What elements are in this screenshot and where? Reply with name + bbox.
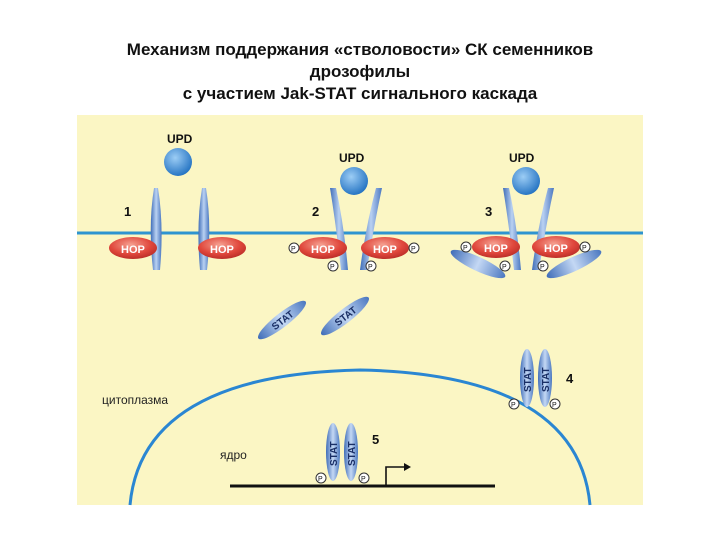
svg-text:P: P bbox=[330, 264, 335, 271]
upd-label-2: UPD bbox=[339, 151, 365, 165]
phospho-2b: P bbox=[408, 242, 420, 254]
phospho-3a: P bbox=[460, 241, 472, 253]
hop-label-2b: HOP bbox=[373, 244, 397, 256]
upd-ligand-1 bbox=[164, 148, 192, 176]
hop-kinase-2b bbox=[361, 237, 409, 259]
upd-ligand-3 bbox=[512, 167, 540, 195]
upd-label-3: UPD bbox=[509, 151, 535, 165]
svg-text:P: P bbox=[411, 246, 416, 253]
hop-kinase-2a bbox=[299, 237, 347, 259]
phospho-3b: P bbox=[579, 241, 591, 253]
hop-label-3b: HOP bbox=[544, 243, 568, 255]
svg-text:STAT: STAT bbox=[523, 367, 534, 392]
stat-docked-3b bbox=[546, 249, 602, 279]
phospho-2c: P bbox=[327, 260, 339, 272]
svg-text:STAT: STAT bbox=[347, 441, 358, 466]
step-1-label: 1 bbox=[124, 204, 131, 219]
hop-kinase-3a bbox=[472, 236, 520, 258]
hop-kinase-1b bbox=[198, 237, 246, 259]
title-line-3: с участием Jak-STAT сигнального каскада bbox=[182, 84, 538, 103]
hop-label-3a: HOP bbox=[484, 243, 508, 255]
hop-kinase-3b bbox=[532, 236, 580, 258]
hop-label-1b: HOP bbox=[210, 244, 234, 256]
step-4-label: 4 bbox=[566, 371, 574, 386]
step-3-label: 3 bbox=[485, 204, 492, 219]
stat-dimer-4a: STAT bbox=[520, 349, 534, 407]
svg-text:P: P bbox=[368, 264, 373, 271]
stat-dimer-4b: STAT bbox=[538, 349, 552, 407]
svg-text:P: P bbox=[552, 402, 557, 409]
transcription-arrowhead bbox=[404, 463, 411, 471]
svg-text:P: P bbox=[463, 245, 468, 252]
svg-text:P: P bbox=[582, 245, 587, 252]
phospho-2a: P bbox=[288, 242, 300, 254]
phospho-4b: P bbox=[549, 398, 561, 410]
nucleus-label: ядро bbox=[220, 448, 247, 462]
phospho-5b: P bbox=[358, 472, 370, 484]
phospho-5a: P bbox=[315, 472, 327, 484]
upd-ligand-2 bbox=[340, 167, 368, 195]
svg-text:P: P bbox=[502, 264, 507, 271]
stat-dimer-5b: STAT bbox=[344, 423, 358, 481]
cytoplasm-label: цитоплазма bbox=[102, 393, 168, 407]
svg-text:STAT: STAT bbox=[541, 367, 552, 392]
title-line-1: Механизм поддержания «стволовости» СК се… bbox=[126, 40, 594, 59]
svg-text:P: P bbox=[511, 402, 516, 409]
svg-text:STAT: STAT bbox=[329, 441, 340, 466]
hop-label-1a: HOP bbox=[121, 244, 145, 256]
svg-text:P: P bbox=[540, 264, 545, 271]
hop-kinase-1a bbox=[109, 237, 157, 259]
step-5-label: 5 bbox=[372, 432, 379, 447]
title-line-2: дрозофилы bbox=[309, 62, 411, 81]
phospho-2d: P bbox=[365, 260, 377, 272]
stat-dimer-5a: STAT bbox=[326, 423, 340, 481]
phospho-3c: P bbox=[499, 260, 511, 272]
upd-label-1: UPD bbox=[167, 132, 193, 146]
phospho-4a: P bbox=[508, 398, 520, 410]
transcription-start-arrow bbox=[385, 466, 404, 486]
hop-label-2a: HOP bbox=[311, 244, 335, 256]
svg-text:P: P bbox=[291, 246, 296, 253]
phospho-3d: P bbox=[537, 260, 549, 272]
svg-text:P: P bbox=[361, 476, 366, 483]
nucleus-envelope bbox=[128, 368, 592, 506]
step-2-label: 2 bbox=[312, 204, 319, 219]
svg-text:P: P bbox=[318, 476, 323, 483]
stat-docked-3a bbox=[450, 249, 506, 279]
